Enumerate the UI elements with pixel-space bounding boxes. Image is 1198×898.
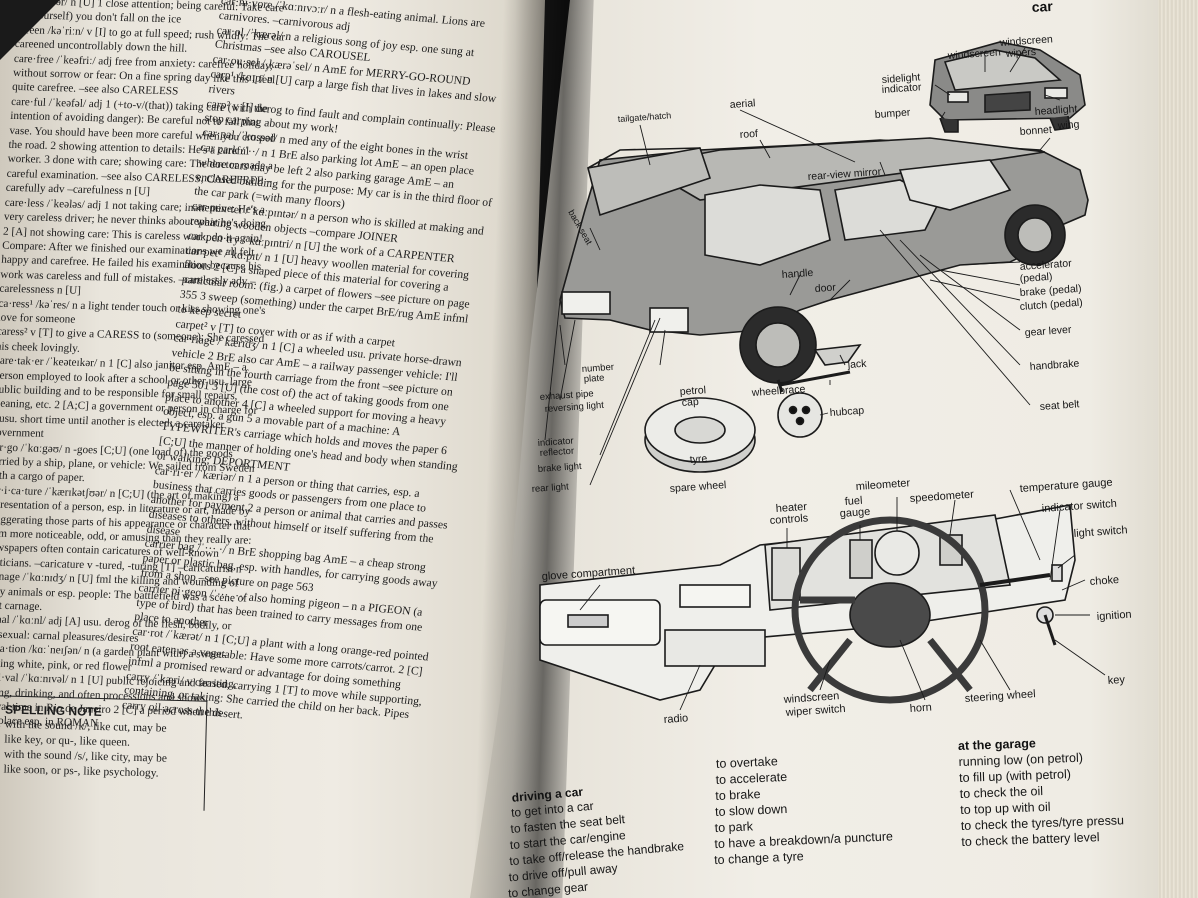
label-aerial: aerial (729, 97, 755, 111)
driving-phrase: to change a tyre (714, 849, 804, 867)
label-exhaust-pipe: exhaust pipe (539, 388, 594, 403)
driving-a-car-title: driving a car (511, 785, 584, 805)
garage-phrase: to check the oil (959, 784, 1043, 801)
label-gear-lever: gear lever (1024, 324, 1072, 339)
label-seat-belt: seat belt (1039, 398, 1080, 413)
label-windscreen: windscreen (946, 46, 1001, 62)
label-fuel-gauge: gauge (839, 506, 870, 520)
label-choke: choke (1089, 574, 1119, 588)
driving-phrase: to slow down (715, 802, 788, 819)
label-heater-controls: controls (769, 512, 809, 527)
driving-phrase: to change gear (508, 880, 589, 898)
label-handle: handle (781, 267, 813, 281)
label-rear-light: rear light (531, 481, 569, 495)
label-mileometer: mileometer (855, 477, 910, 493)
label-brake-light: brake light (537, 461, 582, 475)
label-indicator: indicator (881, 81, 922, 96)
garage-phrase: to fill up (with petrol) (959, 767, 1071, 785)
label-spare-wheel: spare wheel (669, 479, 726, 495)
label-fuel-gauge: fuel (844, 495, 863, 508)
garage-phrases: at the garage running low (on petrol) to… (958, 736, 1125, 849)
label-bumper: bumper (874, 107, 911, 121)
driving-phrase: to park (714, 819, 754, 835)
label-rear-view-mirror: rear-view mirror (807, 166, 882, 183)
label-reflector: reflector (539, 446, 574, 459)
label-hubcap: hubcap (829, 405, 864, 419)
garage-phrase: to check the battery level (961, 830, 1100, 849)
garage-phrase: to top up with oil (960, 800, 1051, 817)
driving-phrase: to brake (715, 787, 761, 803)
label-indicator-rear: indicator (537, 436, 574, 449)
label-petrol-cap: cap (681, 396, 699, 409)
label-steering-wheel: steering wheel (964, 688, 1036, 705)
driving-phrases: driving a car to get into a car to faste… (508, 785, 685, 898)
label-tyre: tyre (689, 453, 707, 466)
label-windscreen-wipers: wipers (1004, 46, 1036, 60)
page-edge (1158, 0, 1198, 898)
label-jack: jack (846, 358, 867, 371)
label-light-switch: light switch (1073, 524, 1128, 540)
label-windscreen-wipers: windscreen (998, 33, 1053, 49)
driving-phrase: to accelerate (715, 770, 787, 787)
garage-phrase: to check the tyres/tyre pressu (961, 813, 1125, 833)
label-wheelbrace: wheelbrace (750, 383, 806, 399)
car-drawing (539, 41, 1106, 711)
label-number-plate: number (581, 362, 614, 375)
label-door: door (814, 282, 836, 295)
label-brake-pedal: brake (pedal) (1019, 283, 1082, 299)
label-tailgate: tailgate/hatch (617, 110, 671, 124)
label-reversing-light: reversing light (544, 400, 604, 415)
exterior-labels: windscreen windscreen wipers sidelight i… (531, 33, 1083, 495)
page-title: car (1031, 0, 1053, 15)
garage-phrase: running low (on petrol) (958, 751, 1083, 769)
at-the-garage-title: at the garage (958, 736, 1036, 753)
driving-phrases-mid: to overtake to accelerate to brake to sl… (714, 754, 893, 867)
label-wing: wing (1056, 119, 1080, 133)
label-radio: radio (663, 712, 688, 726)
label-windscreen-wiper-switch: wiper switch (784, 703, 846, 719)
label-indicator-switch: indicator switch (1041, 498, 1117, 515)
left-page: care¹ /keər/ n [U] 1 close attention; be… (0, 0, 545, 898)
label-clutch-pedal: clutch (pedal) (1019, 297, 1083, 313)
label-headlight: headlight (1034, 103, 1077, 118)
label-ignition: ignition (1096, 609, 1132, 623)
label-heater-controls: heater (775, 501, 807, 515)
label-roof: roof (739, 128, 758, 141)
label-speedometer: speedometer (909, 489, 974, 505)
label-temperature-gauge: temperature gauge (1019, 477, 1113, 495)
dashboard-labels: heater controls fuel gauge mileometer sp… (541, 477, 1132, 726)
label-accelerator-pedal: (pedal) (1019, 271, 1052, 285)
label-horn: horn (909, 701, 932, 715)
driving-phrase: to overtake (716, 754, 778, 771)
label-number-plate: plate (583, 373, 604, 385)
label-accelerator: accelerator (1019, 257, 1072, 273)
label-windscreen-wiper-switch: windscreen (782, 690, 839, 706)
label-handbrake: handbrake (1029, 358, 1080, 373)
label-bonnet: bonnet (1019, 124, 1052, 138)
label-sidelight: sidelight (881, 71, 920, 86)
label-key: key (1107, 674, 1125, 687)
label-petrol-cap: petrol (679, 384, 706, 398)
